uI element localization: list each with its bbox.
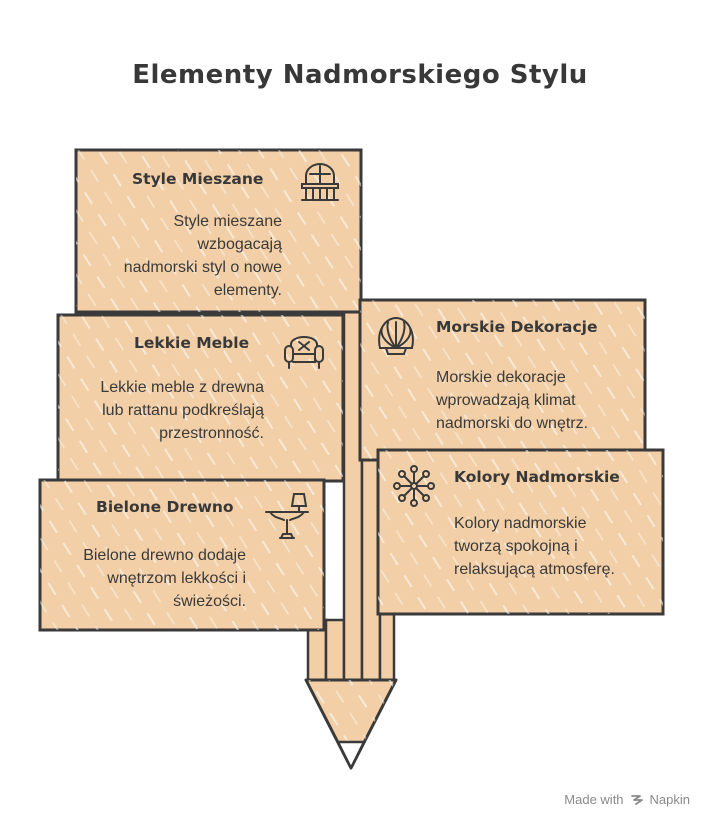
seashell-icon bbox=[378, 316, 414, 355]
card-text-style-mieszane: Style mieszane wzbogacają nadmorski styl… bbox=[123, 213, 282, 299]
balcony-icon bbox=[301, 163, 339, 201]
card-text-bielone-drewno: Bielone drewno dodaje wnętrzom lekkości … bbox=[83, 547, 246, 610]
made-with-napkin-credit: Made with Napkin bbox=[564, 792, 690, 807]
pencil-tip bbox=[304, 678, 398, 770]
napkin-brand-label: Napkin bbox=[649, 792, 690, 807]
pencil-shaft bbox=[306, 298, 396, 684]
napkin-logo-icon bbox=[630, 794, 643, 805]
card-morskie-dekoracje bbox=[358, 298, 647, 462]
card-title-kolory-nadmorskie: Kolory Nadmorskie bbox=[454, 468, 620, 486]
armchair-icon bbox=[284, 336, 324, 369]
card-text-morskie-dekoracje: Morskie dekoracje wprowadzają klimat nad… bbox=[436, 369, 589, 432]
card-lekkie-meble bbox=[56, 313, 345, 483]
card-title-style-mieszane: Style Mieszane bbox=[132, 170, 264, 188]
card-title-lekkie-meble: Lekkie Meble bbox=[134, 334, 250, 352]
card-text-lekkie-meble: Lekkie meble z drewna lub rattanu podkre… bbox=[100, 379, 264, 442]
card-bielone-drewno bbox=[38, 478, 326, 632]
card-title-morskie-dekoracje: Morskie Dekoracje bbox=[436, 318, 598, 336]
card-text-kolory-nadmorskie: Kolory nadmorskie tworzą spokojną i rela… bbox=[454, 515, 615, 578]
snowflake-molecule-icon bbox=[393, 465, 435, 507]
card-style-mieszane bbox=[74, 148, 363, 314]
table-lamp-icon bbox=[265, 493, 309, 539]
made-with-label: Made with bbox=[564, 792, 624, 807]
page-title: Elementy Nadmorskiego Stylu bbox=[132, 60, 588, 90]
card-title-bielone-drewno: Bielone Drewno bbox=[96, 498, 234, 516]
